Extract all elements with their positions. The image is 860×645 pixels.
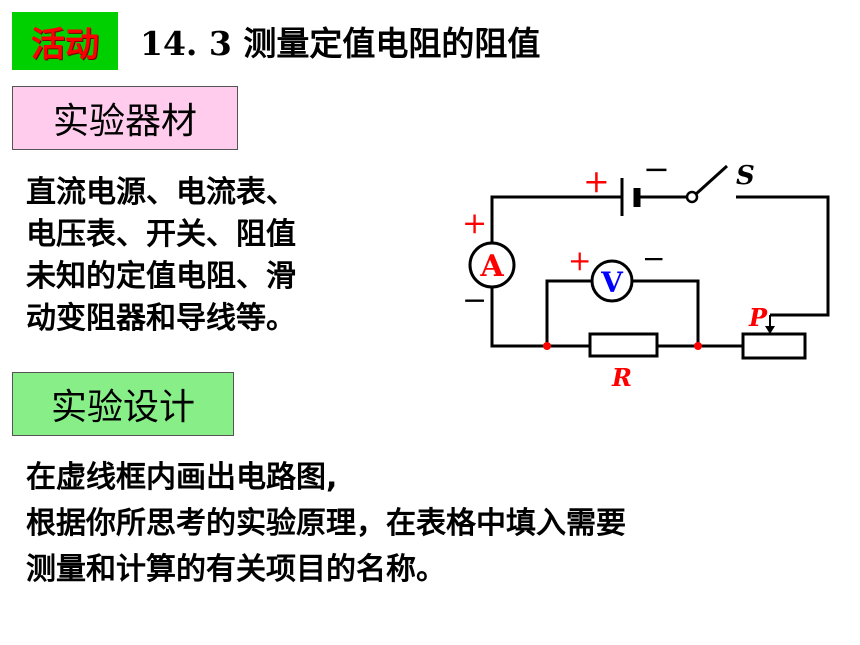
wire-top-left <box>490 195 622 245</box>
activity-badge: 活动 <box>12 12 118 70</box>
battery-minus-sign: − <box>643 150 670 188</box>
junction-dot <box>694 342 702 350</box>
wire-top-right <box>736 195 830 317</box>
wire-voltmeter-right <box>632 279 700 346</box>
voltmeter-label: V <box>600 266 624 299</box>
ammeter-label: A <box>479 249 504 284</box>
equipment-line: 动变阻器和导线等。 <box>26 301 296 336</box>
resistor-label: R <box>611 363 632 392</box>
switch-label: S <box>736 161 755 191</box>
switch-blade <box>694 164 729 196</box>
voltmeter <box>590 259 634 303</box>
design-heading: 实验设计 <box>12 372 234 436</box>
wire-voltmeter-left <box>545 279 592 346</box>
battery-plus-sign: + <box>583 162 610 200</box>
slider-label: P <box>748 303 768 332</box>
ammeter <box>468 241 516 289</box>
voltmeter-minus-sign: − <box>642 242 665 275</box>
rheostat-wiper-arrow <box>765 326 775 334</box>
design-line: 根据你所思考的实验原理，在表格中填入需要 <box>26 506 626 541</box>
resistor <box>588 332 659 358</box>
ammeter-minus-sign: − <box>462 283 487 318</box>
page-title: 14. 3 测量定值电阻的阻值 <box>140 24 541 63</box>
circuit-diagram: + − S A + − V + − R P <box>462 150 830 392</box>
design-text: 在虚线框内画出电路图, 根据你所思考的实验原理，在表格中填入需要 测量和计算的有… <box>26 455 626 593</box>
equipment-list: 直流电源、电流表、 电压表、开关、阻值 未知的定值电阻、滑 动变阻器和导线等。 <box>26 172 386 340</box>
equipment-line: 未知的定值电阻、滑 <box>26 259 296 294</box>
equipment-line: 直流电源、电流表、 <box>26 175 296 210</box>
design-line: 在虚线框内画出电路图, <box>26 460 338 495</box>
equipment-heading: 实验器材 <box>12 86 238 150</box>
switch-contact <box>685 190 699 204</box>
equipment-line: 电压表、开关、阻值 <box>26 217 296 252</box>
voltmeter-plus-sign: + <box>568 244 591 277</box>
rheostat <box>741 332 807 360</box>
ammeter-plus-sign: + <box>462 206 487 241</box>
junction-dot <box>543 342 551 350</box>
design-line: 测量和计算的有关项目的名称。 <box>26 552 446 587</box>
